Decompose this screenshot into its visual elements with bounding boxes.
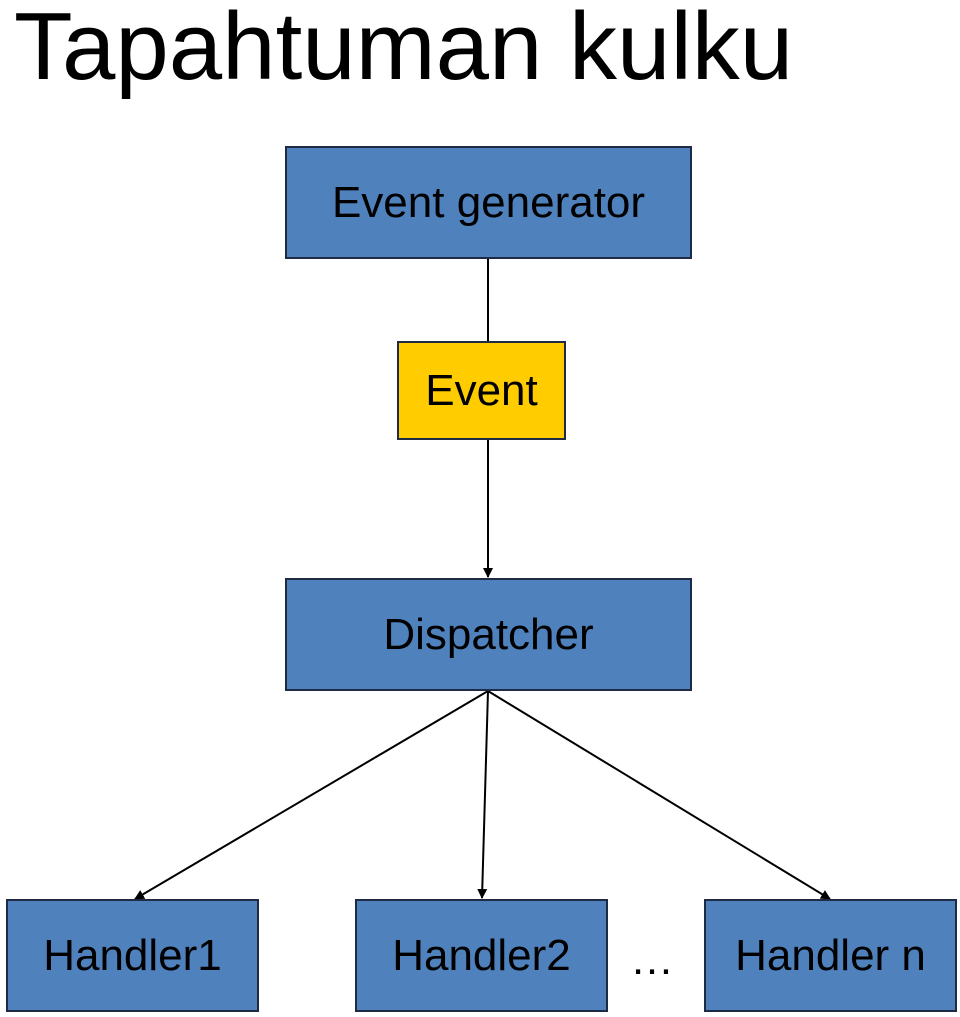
handler2-label: Handler2 — [392, 930, 571, 980]
handler-n-box: Handler n — [704, 899, 957, 1012]
handler-n-label: Handler n — [735, 930, 926, 980]
event-label: Event — [425, 365, 538, 415]
handler1-label: Handler1 — [43, 930, 222, 980]
event-box: Event — [397, 341, 566, 440]
slide-title: Tapahtuman kulku — [14, 0, 794, 100]
arrow-dispatcher-to-handler1 — [134, 690, 489, 900]
handler1-box: Handler1 — [6, 899, 259, 1012]
more-handlers-ellipsis: … — [630, 935, 674, 984]
arrow-dispatcher-to-handler2 — [477, 690, 489, 899]
arrow-dispatcher-to-handler-n — [487, 690, 831, 900]
handler2-box: Handler2 — [355, 899, 608, 1012]
dispatcher-label: Dispatcher — [383, 609, 594, 659]
dispatcher-box: Dispatcher — [285, 578, 692, 691]
event-generator-box: Event generator — [285, 146, 692, 259]
event-generator-label: Event generator — [331, 177, 646, 227]
